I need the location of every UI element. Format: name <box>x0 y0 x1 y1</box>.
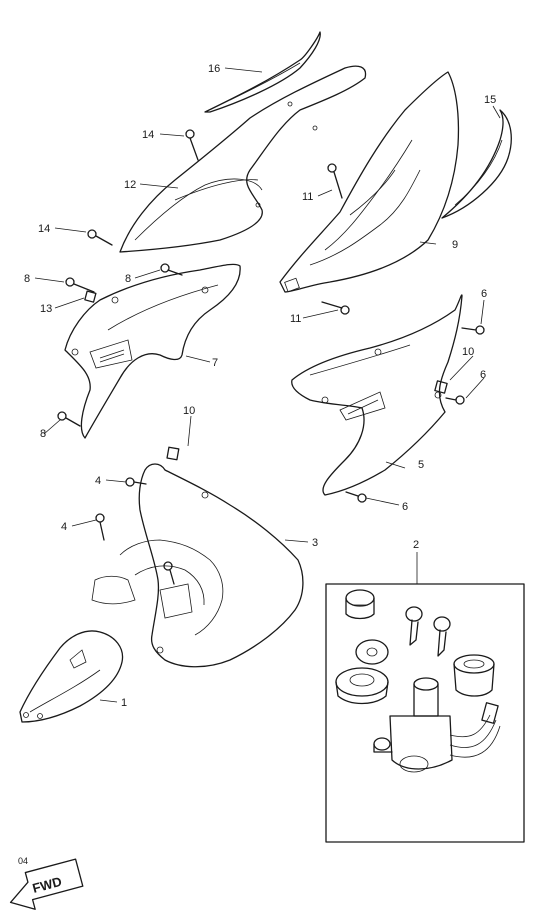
screw-8-c <box>57 411 81 427</box>
screw-6-a <box>461 325 485 335</box>
screw-8-a <box>65 277 95 293</box>
callout-8-b: 8 <box>125 273 131 285</box>
callout-1: 1 <box>121 697 127 709</box>
screw-inner <box>163 561 175 585</box>
part-15-decal <box>441 109 512 219</box>
screw-6-c <box>345 491 367 503</box>
callout-8-a: 8 <box>24 273 30 285</box>
screw-4-b <box>95 513 105 541</box>
callout-6-b: 6 <box>480 369 486 381</box>
callout-4-a: 4 <box>95 475 101 487</box>
key-icon <box>405 606 423 646</box>
part-2-lock-set-box <box>325 552 525 843</box>
callout-11-upper: 11 <box>302 191 313 203</box>
key-icon <box>433 616 451 657</box>
callout-numbers: 16 15 14 12 11 14 9 8 8 13 11 6 7 10 6 8… <box>24 63 496 709</box>
screw-14-lower <box>87 229 113 246</box>
callout-10-right: 10 <box>462 346 474 358</box>
callout-6-a: 6 <box>481 288 487 300</box>
part-12-side-cover <box>119 65 367 253</box>
callout-6-c: 6 <box>402 501 408 513</box>
fwd-label: FWD <box>31 874 63 896</box>
leader-lines <box>34 67 501 703</box>
callout-5: 5 <box>418 459 424 471</box>
callout-14-lower: 14 <box>38 223 50 235</box>
callout-10-center: 10 <box>183 405 195 417</box>
part-5-side-panel <box>291 294 463 496</box>
fwd-arrow-icon: FWD <box>9 858 84 910</box>
screw-4-a <box>125 477 147 487</box>
callout-2: 2 <box>413 539 419 551</box>
callout-8-c: 8 <box>40 428 46 440</box>
nut-10-right <box>434 380 448 394</box>
screw-14-upper <box>185 129 199 161</box>
screw-11-upper <box>327 163 343 199</box>
part-7-side-panel <box>64 263 241 439</box>
callout-7: 7 <box>212 357 218 369</box>
callout-4-b: 4 <box>61 521 67 533</box>
callout-9: 9 <box>452 239 458 251</box>
callout-13: 13 <box>40 303 52 315</box>
screw-11-lower <box>321 301 350 315</box>
callout-16: 16 <box>208 63 220 75</box>
part-9-side-cover <box>279 71 460 293</box>
callout-11-lower: 11 <box>290 313 301 325</box>
part-3-inner-cover <box>91 463 304 668</box>
part-1-lower-cover <box>19 630 124 723</box>
code-mark: 04 <box>18 856 28 866</box>
screw-8-b <box>160 263 183 276</box>
callout-12: 12 <box>124 179 136 191</box>
callout-15: 15 <box>484 94 496 106</box>
code-mark-text: 04 <box>18 856 28 866</box>
callout-14-upper: 14 <box>142 129 154 141</box>
callout-3: 3 <box>312 537 318 549</box>
part-16-decal <box>204 31 321 113</box>
nut-13 <box>84 290 97 303</box>
screw-6-b <box>445 395 465 405</box>
nut-10-center <box>166 446 180 461</box>
